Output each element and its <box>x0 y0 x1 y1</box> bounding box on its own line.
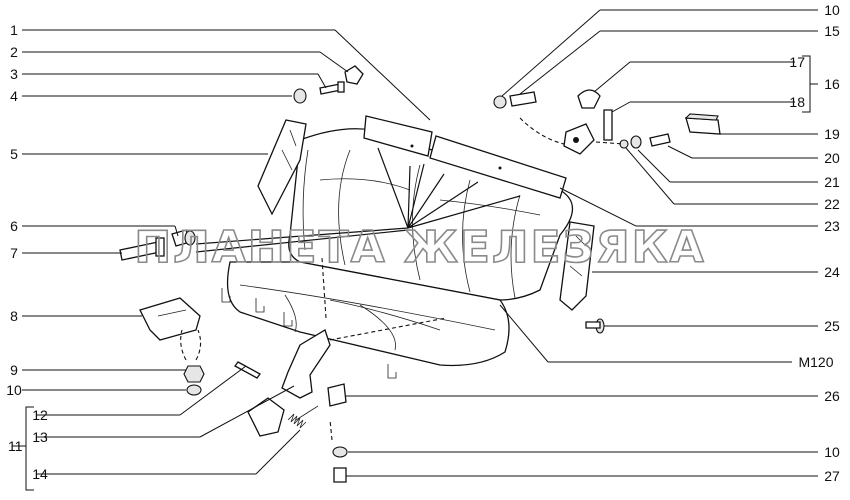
callout-11: 11 <box>8 438 23 454</box>
spring-11 <box>287 413 307 429</box>
assembly-arrows <box>180 117 625 441</box>
side-bolster-5 <box>257 119 307 216</box>
screw-25 <box>585 318 605 334</box>
callout-26: 26 <box>824 388 840 404</box>
cap-19 <box>684 113 721 135</box>
nut-9 <box>183 365 205 383</box>
callout-15: 15 <box>824 23 840 39</box>
callout-19: 19 <box>824 126 840 142</box>
leader-lines <box>12 9 818 491</box>
seat-hooks <box>221 288 397 379</box>
callout-10-bottom: 10 <box>824 444 840 460</box>
bolt-20 <box>649 133 671 147</box>
washer-4 <box>293 88 307 104</box>
callout-22: 22 <box>824 196 840 212</box>
callout-16: 16 <box>824 76 840 92</box>
callout-18: 18 <box>789 94 805 110</box>
clip-26 <box>327 383 347 407</box>
bushing-21 <box>630 135 642 149</box>
washer-10a <box>186 384 202 396</box>
callout-5: 5 <box>10 146 18 162</box>
upper-trim-panel-right <box>429 135 567 199</box>
washer-10b <box>332 446 348 458</box>
callout-1: 1 <box>10 22 18 38</box>
callouts-right: 10 15 17 16 18 19 20 21 22 23 24 25 M120… <box>789 2 840 484</box>
bolt-7 <box>119 237 165 261</box>
latch-14 <box>247 397 285 437</box>
callout-20: 20 <box>824 150 840 166</box>
hinge-bracket-13 <box>281 329 331 399</box>
rear-seat-backrest <box>288 128 574 301</box>
callout-17: 17 <box>789 54 805 70</box>
callout-8: 8 <box>10 308 18 324</box>
callout-14: 14 <box>32 466 48 482</box>
lock-body-16 <box>563 123 595 155</box>
pin-12 <box>234 361 261 379</box>
callout-9: 9 <box>10 362 18 378</box>
callout-12: 12 <box>32 407 48 423</box>
callout-24: 24 <box>824 264 840 280</box>
bracket-8 <box>139 297 201 341</box>
callout-3: 3 <box>10 66 18 82</box>
bushing-6 <box>171 229 196 247</box>
nut-clip-2 <box>344 65 364 85</box>
pin-18 <box>603 109 613 141</box>
callout-25: 25 <box>824 318 840 334</box>
callout-m120: M120 <box>798 354 833 370</box>
callout-7: 7 <box>10 245 18 261</box>
screw-15 <box>493 91 537 109</box>
callout-27: 27 <box>824 468 840 484</box>
upper-trim-panel-left <box>363 115 433 157</box>
callout-21: 21 <box>824 174 840 190</box>
watermark-text: ПЛАНЕТА ЖЕЛЕЗЯКА <box>134 222 705 273</box>
screw-27 <box>333 467 347 483</box>
callout-10-left: 10 <box>6 382 22 398</box>
side-bolster-24 <box>559 221 595 311</box>
callout-23: 23 <box>824 218 840 234</box>
callouts-left: 1 2 3 4 5 6 7 8 9 10 11 12 13 14 <box>6 22 48 482</box>
callout-4: 4 <box>10 88 18 104</box>
lock-handle-17 <box>577 89 601 109</box>
callout-10-top: 10 <box>824 2 840 18</box>
screw-3 <box>319 81 345 95</box>
callout-6: 6 <box>10 218 18 234</box>
callout-2: 2 <box>10 44 18 60</box>
callout-13: 13 <box>32 429 48 445</box>
